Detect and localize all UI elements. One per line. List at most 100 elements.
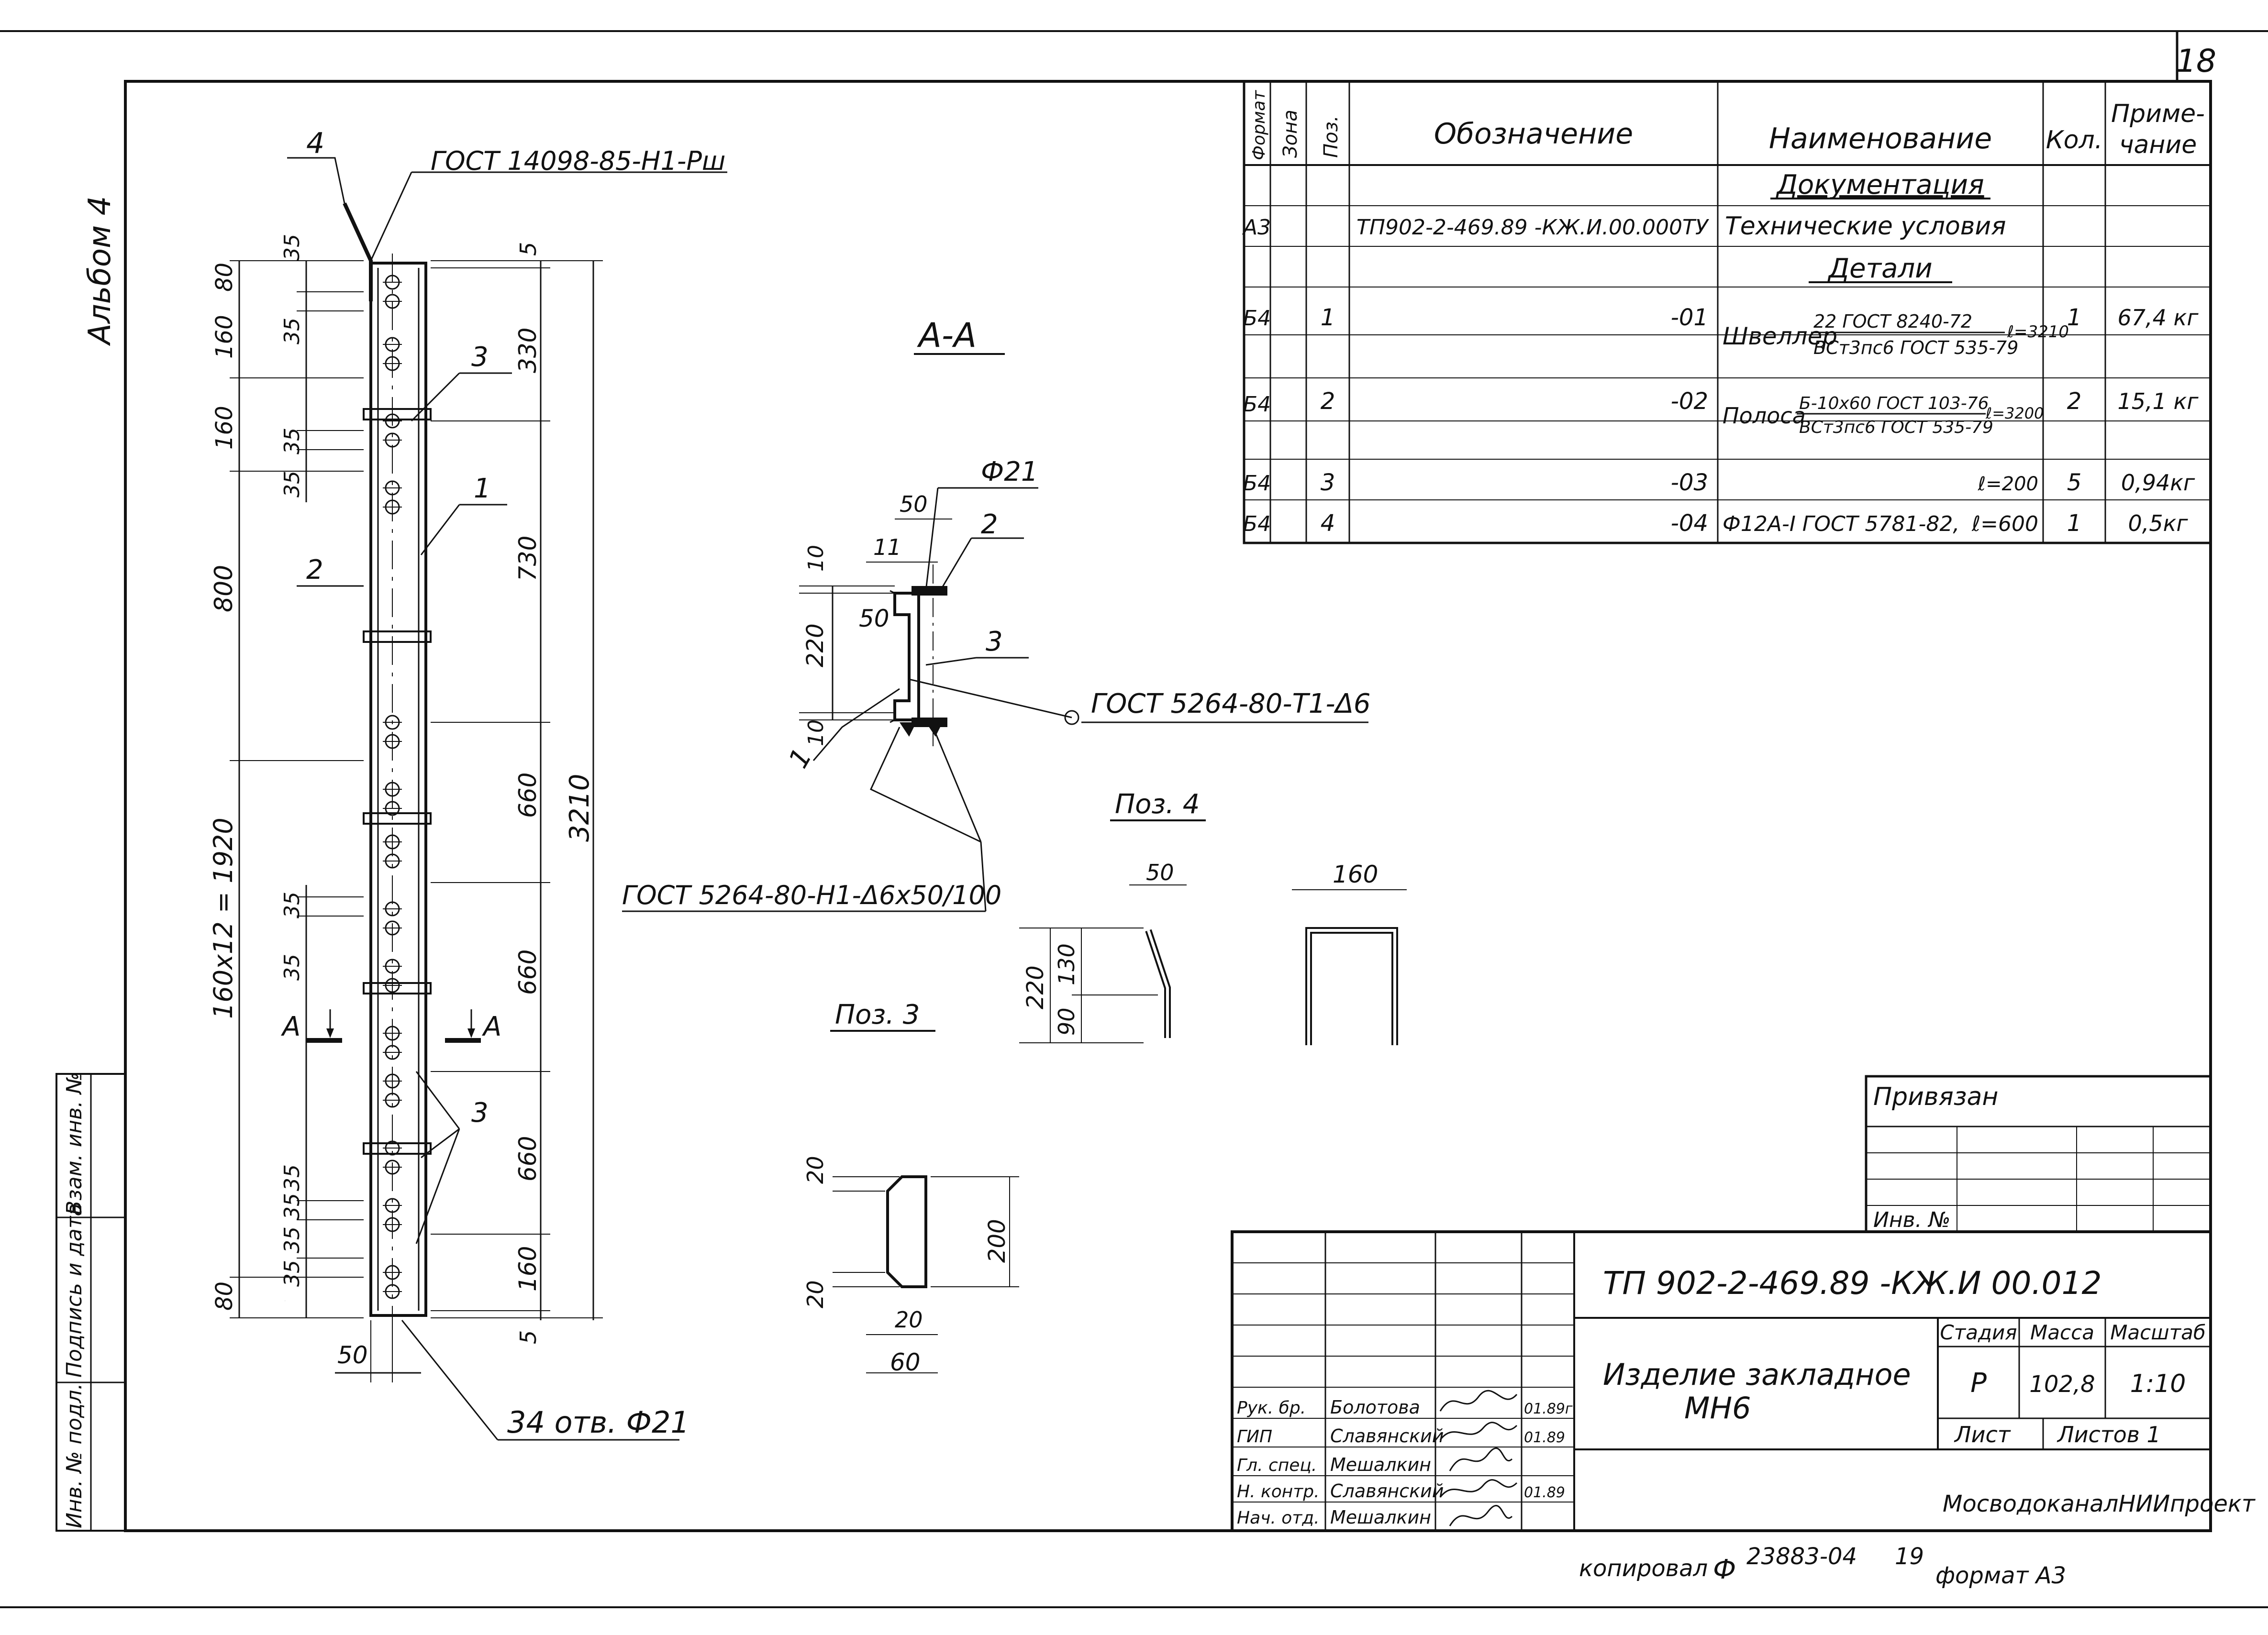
dim-right: 5 [515,1330,541,1344]
linked-label: Привязан [1873,1083,1998,1111]
signature-row: Рук. бр. Болотова 01.89г. [1237,1397,1577,1418]
hdr-qty: Кол. [2046,126,2103,155]
dim-left: 35 [280,1260,304,1287]
callout-2: 2 [306,554,323,586]
person-name: Славянский [1330,1480,1444,1502]
side-sign-date: Подпись и дата [62,1204,87,1378]
aa-s50: 50 [859,605,889,632]
hdr-name: Наименование [1769,122,1992,155]
dim-right: 660 [514,950,542,995]
inv-label: Инв. № [1873,1208,1950,1232]
dim-left: 160 [211,315,238,359]
stage-label: Стадия [1940,1321,2017,1344]
pos4-d90: 90 [1054,1007,1079,1036]
pos3-d20a: 20 [802,1156,828,1184]
hdr-note-1: Приме- [2111,99,2205,128]
aa-d21: Ф21 [981,456,1038,487]
title-line-1: Изделие закладное [1603,1357,1911,1392]
row-note: 67,4 кг [2118,305,2199,331]
scale-value: 1:10 [2130,1370,2186,1398]
row-name-main: Швеллер [1723,322,1837,350]
person-role: ГИП [1237,1427,1272,1447]
dim-left: 35 [280,471,304,497]
bolt-holes [383,275,402,1299]
pos4-title: Поз. 4 [1115,789,1200,820]
mass-label: Масса [2030,1321,2094,1344]
row-note: 0,94кг [2121,470,2195,496]
sheet-frame [0,30,2268,1608]
row-length: ℓ=3200 [1985,404,2044,422]
row-format: Б4 [1243,512,1271,536]
dim-right: 5 [515,242,541,256]
dim-right: 330 [514,328,542,373]
doc-designation: ТП902-2-469.89 -КЖ.И.00.000ТУ [1356,215,1710,240]
dim-left: 80 [211,263,238,292]
hdr-format: Формат [1249,90,1269,160]
main-elevation [343,202,432,1330]
hdr-zone: Зона [1279,110,1301,158]
signature-row: ГИП Славянский 01.89 [1237,1425,1565,1447]
row-pos: 3 [1321,469,1335,496]
person-role: Рук. бр. [1237,1398,1306,1418]
row-format: Б4 [1243,471,1271,496]
row-pos: 1 [1321,304,1335,331]
hdr-note-2: чание [2119,131,2197,159]
row-format: Б4 [1243,306,1271,331]
signature-row: Нач. отд. Мешалкин [1237,1507,1431,1528]
signature-row: Гл. спец. Мешалкин [1237,1454,1431,1475]
person-name: Болотова [1330,1397,1420,1418]
copy-number: 23883-04 [1746,1543,1857,1570]
section-label-left: А [281,1011,300,1042]
sheets-label: Листов 1 [2057,1422,2161,1447]
person-role: Нач. отд. [1237,1508,1320,1528]
pos4-d50: 50 [1146,860,1174,885]
section-label-right: А [482,1011,501,1042]
section-details: Детали [1827,253,1932,284]
copy-sheet: 19 [1895,1543,1924,1570]
linked-block [1865,1075,2212,1233]
row-length: ℓ=600 [1971,512,2038,536]
row-pos: 4 [1321,510,1335,537]
doc-format: А3 [1242,215,1271,240]
sheet-label: Лист [1954,1422,2011,1447]
section-mark-left [306,1009,342,1043]
sheet-number: 18 [2176,43,2216,79]
dim-left: 35 [280,428,304,454]
row-designation: -04 [1671,510,1708,537]
pos3-d60: 60 [890,1348,921,1376]
callout-1: 1 [474,473,491,504]
spec-row: Б4 3 -03 ℓ=200 5 0,94кг [1243,469,2195,496]
handwritten-signatures [1439,1390,1518,1526]
row-length: ℓ=3210 [2007,322,2069,342]
pos4-u-bar [1305,927,1398,1045]
spec-row: Б4 4 -04 Ф12А-I ГОСТ 5781-82, ℓ=600 1 0,… [1243,510,2188,537]
aa-weld-h: ГОСТ 5264-80-Н1-Δ6х50/100 [622,880,1001,910]
dim-left: 35 [280,892,304,918]
person-name: Славянский [1330,1425,1444,1447]
pos4-d130: 130 [1054,943,1079,985]
title-line-2: МН6 [1684,1391,1751,1425]
signature-row: Н. контр. Славянский 01.89 [1237,1480,1565,1502]
section-aa-title: А-А [917,316,977,355]
row-name-main: Ф12А-I ГОСТ 5781-82, [1723,512,1959,536]
side-inv-orig: Инв. № подл. [62,1383,87,1528]
dim-right: 730 [514,536,542,581]
aa-weld-t: ГОСТ 5264-80-Т1-Δ6 [1091,688,1371,719]
section-mark-right [445,1009,481,1043]
person-date: 01.89 [1524,1429,1565,1446]
holes-callout: 34 отв. Ф21 [507,1405,689,1440]
callout-4: 4 [306,127,324,160]
row-name-top: 22 ГОСТ 8240-72 [1813,311,1972,332]
row-designation: -02 [1671,388,1708,415]
row-name-main: Полоса [1723,403,1806,429]
row-note: 15,1 кг [2118,388,2199,414]
pos3-dims [833,1176,1019,1373]
pos3-d20c: 20 [895,1307,923,1333]
row-name-top: Б-10х60 ГОСТ 103-76 [1799,394,1989,413]
dim-right: 160 [514,1246,542,1292]
dim-left: 35 [280,1164,304,1191]
person-role: Н. контр. [1237,1482,1320,1502]
aa-h10a: 10 [804,545,828,572]
dim-left: 800 [210,565,238,612]
row-length: ℓ=200 [1978,473,2038,495]
